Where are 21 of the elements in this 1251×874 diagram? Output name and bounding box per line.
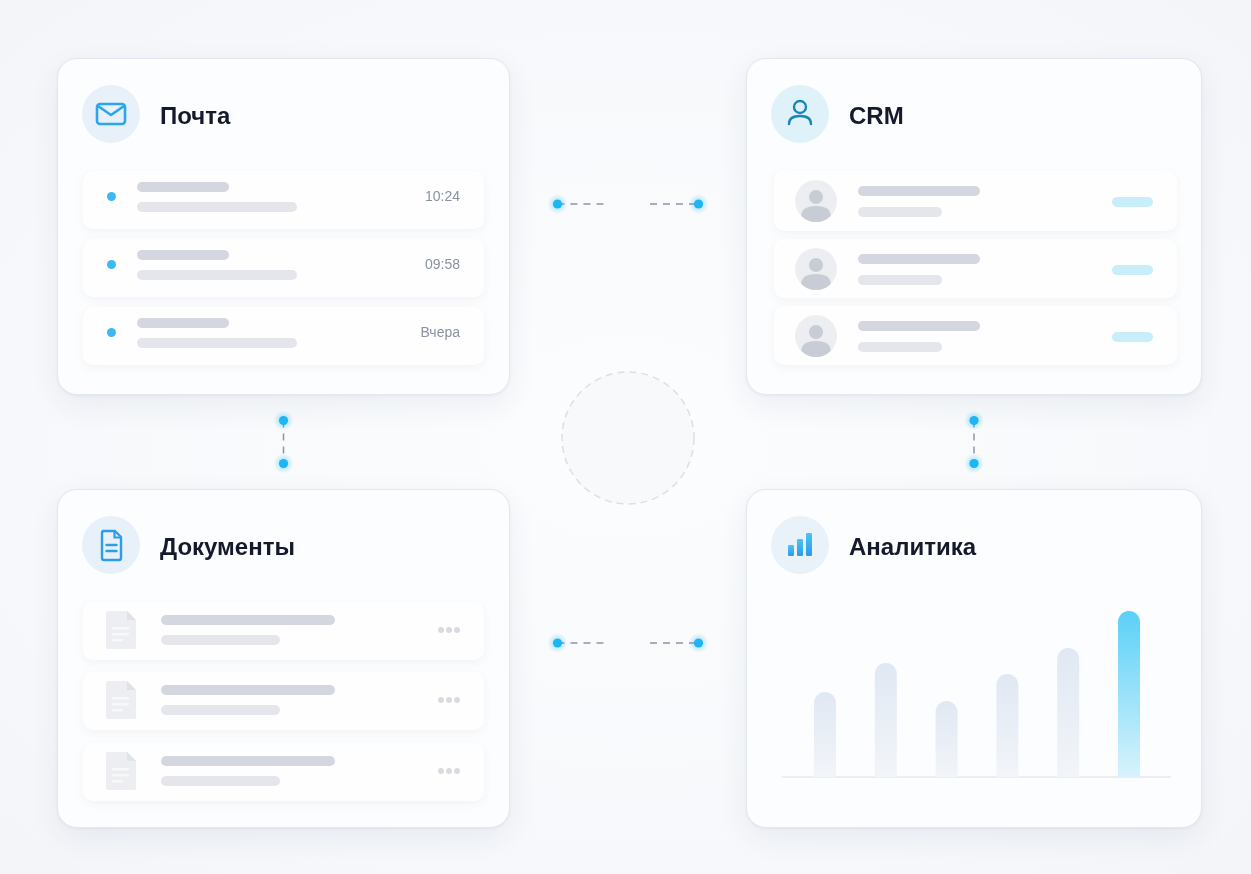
list-row [774, 239, 1177, 298]
list-row [83, 307, 484, 365]
list-row [83, 602, 484, 660]
list-row [774, 306, 1177, 365]
time-label: 09:58 [424, 255, 460, 273]
card-panel [746, 489, 1202, 828]
card-panel [57, 58, 510, 395]
card-title: Документы [160, 533, 295, 561]
card-panel [746, 58, 1202, 395]
dashed-circle [561, 371, 695, 505]
card-title: CRM [849, 102, 904, 130]
list-row [83, 672, 484, 730]
list-row [83, 743, 484, 801]
card-panel [57, 489, 510, 828]
time-label: 10:24 [424, 187, 460, 205]
list-row [774, 171, 1177, 231]
list-row [83, 171, 484, 229]
list-row [83, 239, 484, 297]
time-label: Вчера [420, 323, 460, 341]
card-title: Аналитика [849, 533, 977, 561]
card-title: Почта [160, 102, 231, 130]
